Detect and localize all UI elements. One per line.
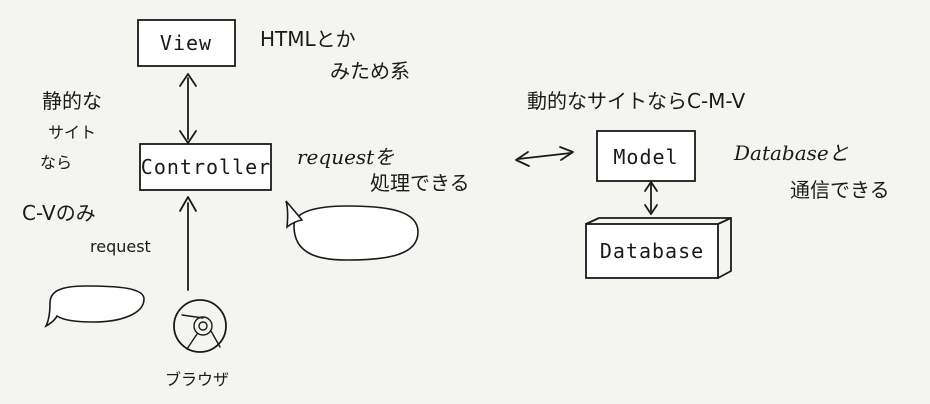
request-arrow (179, 196, 197, 291)
browser-label: ブラウザ (165, 370, 229, 389)
database-label: Database (600, 239, 704, 263)
html-note-line2: みため系 (330, 59, 410, 83)
request-label: request (90, 237, 151, 256)
database-node: Database (585, 217, 732, 279)
model-database-arrow (644, 181, 658, 215)
model-label: Model (613, 145, 678, 169)
controller-model-arrow (515, 146, 574, 167)
chrome-browser-icon (173, 299, 227, 353)
model-node: Model (596, 130, 696, 182)
controller-label: Controller (141, 155, 271, 179)
request-process-line2: 処理できる (370, 171, 470, 195)
controller-node: Controller (139, 143, 272, 191)
view-node: View (137, 19, 236, 67)
controller-box (139, 143, 272, 191)
request-process-line1: requestを (297, 145, 394, 169)
html-note-line1: HTMLとか (260, 27, 356, 51)
db-comm-line1: Databaseと (733, 141, 849, 165)
static-note-line1: 静的な (42, 89, 102, 113)
model-box (596, 130, 696, 182)
view-box (137, 19, 236, 67)
db-comm-line2: 通信できる (790, 178, 890, 202)
cv-only-note: C-Vのみ (22, 201, 96, 225)
view-label: View (160, 31, 212, 55)
dynamic-note: 動的なサイトならC-M-V (527, 89, 745, 113)
controller-bubble (285, 200, 419, 261)
browser-bubble (44, 285, 145, 328)
static-note-line3: なら (40, 153, 72, 172)
static-note-line2: サイト (48, 123, 96, 142)
database-front (585, 223, 719, 279)
view-controller-arrow (179, 73, 197, 144)
